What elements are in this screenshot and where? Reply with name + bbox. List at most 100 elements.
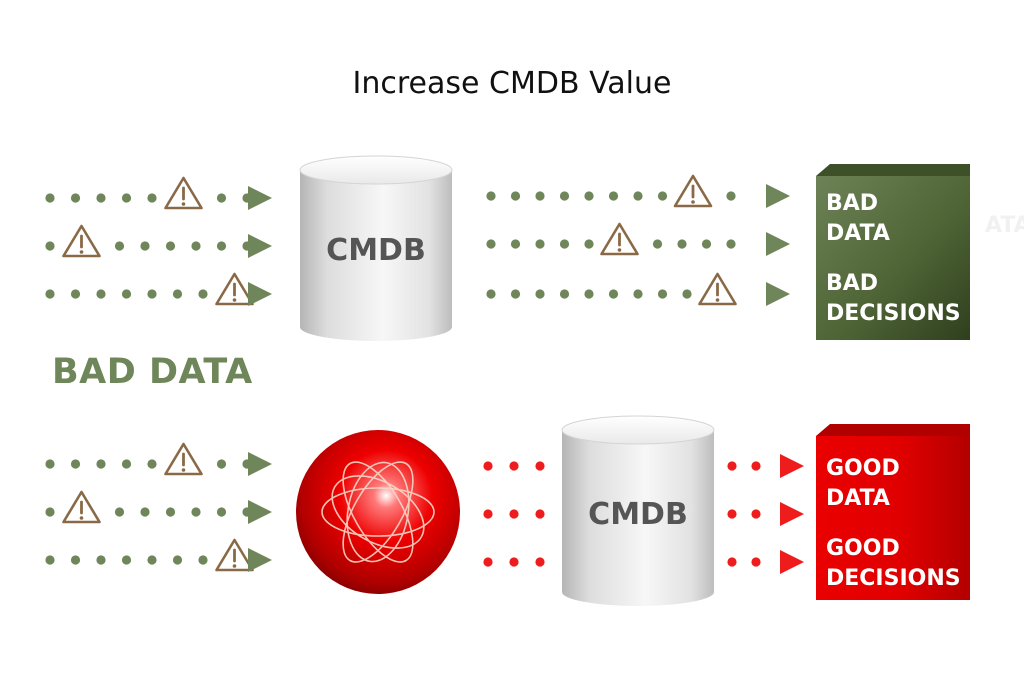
bad-result-box: BAD DATA BAD DECISIONS (816, 164, 970, 340)
good-result-box: GOOD DATA GOOD DECISIONS (816, 424, 970, 600)
arrow-right-icon (248, 186, 272, 210)
dot-icon (191, 241, 201, 251)
dot-icon (121, 289, 132, 299)
dot-icon (751, 557, 761, 567)
dot-icon (216, 193, 227, 203)
bad-box-line3: BAD (826, 271, 878, 296)
dot-icon (535, 239, 545, 249)
dot-icon (559, 191, 570, 201)
good-box-line2: DATA (826, 486, 890, 511)
arrow-right-icon (766, 232, 790, 256)
dot-icon (633, 191, 643, 201)
arrow-right-icon (248, 452, 272, 476)
dot-icon (535, 557, 545, 567)
dot-icon (70, 193, 81, 203)
dot-icon (165, 241, 176, 251)
warning-icon (164, 176, 203, 210)
dot-icon (652, 239, 663, 249)
dot-icon (510, 191, 521, 201)
dot-icon (751, 509, 761, 519)
dot-icon (147, 193, 157, 203)
dot-icon (70, 555, 81, 565)
dot-icon (165, 507, 176, 517)
arrow-right-icon (248, 282, 272, 306)
dot-icon (727, 461, 737, 471)
dot-icon (96, 289, 106, 299)
bad-data-label: BAD DATA (52, 352, 253, 392)
cmdb-cylinder-top: CMDB (299, 155, 453, 341)
arrow-right-icon (248, 500, 272, 524)
dot-icon (509, 557, 519, 567)
warning-icon (673, 174, 713, 208)
dot-icon (701, 239, 712, 249)
dot-icon (45, 241, 55, 251)
dot-icon (535, 461, 545, 471)
dot-icon (510, 239, 521, 249)
good-box-line1: GOOD (826, 456, 900, 481)
dot-icon (608, 289, 619, 299)
dot-icon (147, 555, 157, 565)
arrow-right-icon (780, 550, 804, 574)
dot-icon (727, 557, 737, 567)
dot-icon (509, 509, 519, 519)
bad-box-line2: DATA (826, 221, 890, 246)
dot-icon (682, 289, 692, 299)
dot-icon (726, 239, 736, 249)
dot-icon (559, 239, 570, 249)
arrow-right-icon (766, 184, 790, 208)
warning-icon (62, 224, 101, 258)
warning-icon (600, 222, 639, 256)
dot-icon (509, 461, 519, 471)
dot-icon (70, 289, 81, 299)
dot-icon (483, 461, 493, 471)
good-box-line3: GOOD (826, 536, 900, 561)
cmdb-label-bottom: CMDB (588, 497, 688, 532)
dot-icon (584, 239, 594, 249)
dot-icon (486, 191, 496, 201)
dot-icon (535, 509, 545, 519)
dot-icon (45, 289, 55, 299)
dot-icon (535, 191, 545, 201)
cmdb-label-top: CMDB (326, 233, 426, 268)
arrow-right-icon (248, 234, 272, 258)
sphere-icon (296, 430, 460, 594)
dot-icon (147, 459, 157, 469)
dot-icon (96, 555, 106, 565)
dot-icon (584, 191, 594, 201)
dot-icon (216, 459, 227, 469)
dot-icon (70, 459, 81, 469)
dot-icon (510, 289, 521, 299)
bad-box-line1: BAD (826, 191, 878, 216)
dot-icon (198, 289, 208, 299)
dot-icon (483, 557, 493, 567)
arrow-right-icon (248, 548, 272, 572)
cmdb-cylinder-bottom: CMDB (561, 415, 715, 606)
faint-background-text: ATA (985, 213, 1024, 238)
dot-icon (657, 191, 668, 201)
dot-icon (751, 461, 761, 471)
dot-icon (45, 555, 55, 565)
dot-icon (114, 241, 125, 251)
dot-icon (486, 239, 496, 249)
dot-icon (96, 193, 106, 203)
dot-icon (584, 289, 594, 299)
dot-icon (114, 507, 125, 517)
good-box-line4: DECISIONS (826, 566, 961, 591)
dot-icon (608, 191, 619, 201)
dot-icon (559, 289, 570, 299)
dot-icon (726, 191, 736, 201)
diagram-title: Increase CMDB Value (352, 66, 672, 101)
dot-icon (140, 507, 150, 517)
arrow-right-icon (780, 454, 804, 478)
dot-icon (147, 289, 157, 299)
dot-icon (172, 289, 183, 299)
dot-icon (535, 289, 545, 299)
dot-icon (140, 241, 150, 251)
warning-icon (698, 272, 737, 306)
dot-icon (121, 193, 132, 203)
dot-icon (216, 241, 227, 251)
dot-icon (45, 459, 55, 469)
dot-icon (657, 289, 668, 299)
